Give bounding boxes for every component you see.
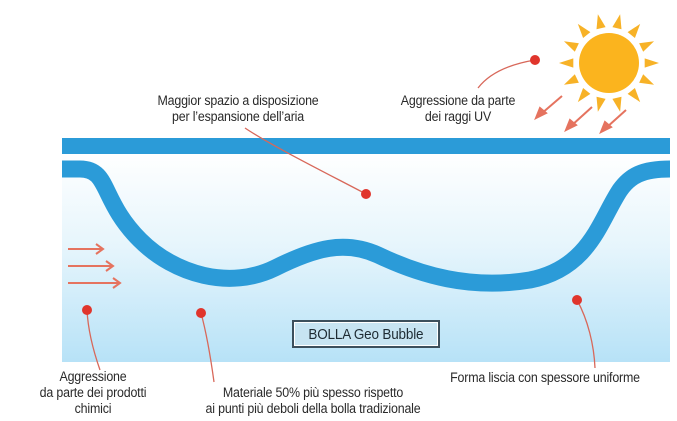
air-space-label: Maggior spazio a disposizione per l’espa… (157, 93, 319, 124)
sun-ray (563, 41, 579, 52)
sun-ray (644, 58, 659, 68)
sun-ray (577, 87, 591, 103)
sun-ray (639, 41, 655, 52)
chemical-aggression-label: Aggressione da parte dei prodotti chimic… (39, 369, 147, 416)
geo-bubble-profile (62, 160, 671, 292)
sun-ray (559, 58, 574, 68)
uv-aggression-label: Aggressione da parte dei raggi UV (400, 93, 516, 124)
sun-ray (596, 96, 606, 112)
material-thickness-label: Materiale 50% più spesso rispetto ai pun… (205, 385, 421, 416)
sun-core (579, 33, 639, 93)
geo-bubble-badge-text: BOLLA Geo Bubble (308, 325, 424, 343)
sun-ray (627, 23, 641, 39)
sun-ray (612, 96, 622, 112)
callout-lines (86, 59, 596, 383)
cover-top-film (62, 138, 670, 154)
sun-ray (627, 87, 641, 103)
geo-bubble-badge: BOLLA Geo Bubble (292, 320, 440, 348)
sun-ray (563, 74, 579, 85)
sun-ray (612, 14, 622, 30)
sun-ray (596, 14, 606, 30)
sun-ray (639, 74, 655, 85)
smooth-shape-label: Forma liscia con spessore uniforme (450, 370, 640, 385)
sun-ray (577, 23, 591, 39)
chemical-flow-arrow-icon (68, 243, 122, 289)
uv-ray-arrow-icon (534, 95, 627, 135)
callout-dots (82, 55, 582, 318)
sun-icon (559, 14, 659, 112)
